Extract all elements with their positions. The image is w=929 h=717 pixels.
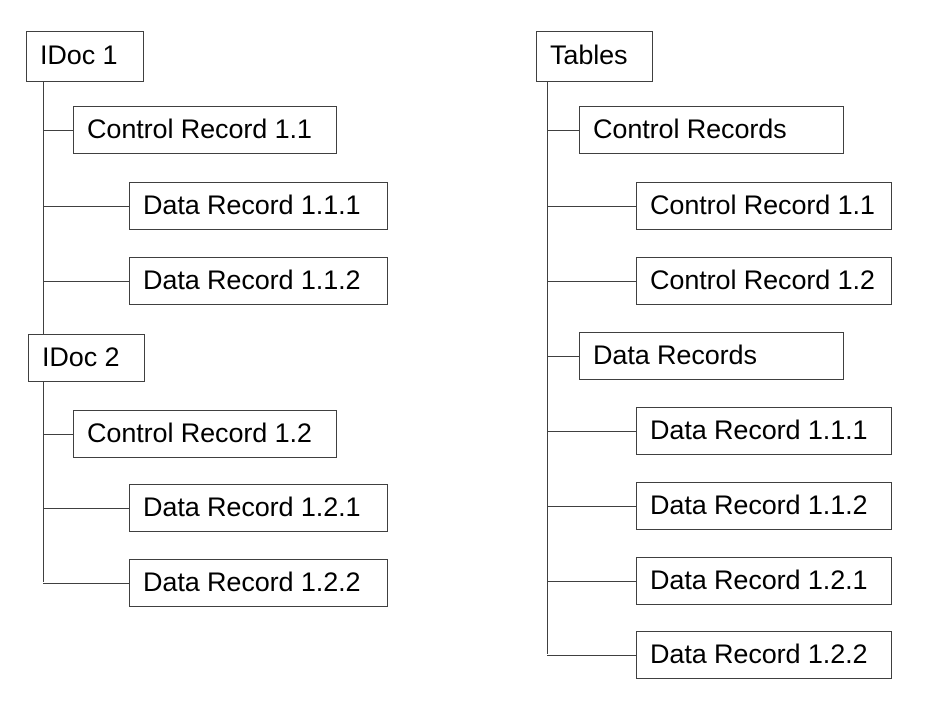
connector-branch-right-4 xyxy=(547,356,580,357)
connector-branch-right-8 xyxy=(547,655,637,656)
node-label: Control Record 1.2 xyxy=(650,264,875,295)
connector-trunk-right xyxy=(547,81,548,654)
node-label: Data Record 1.2.2 xyxy=(650,638,868,669)
node-label: Data Record 1.1.1 xyxy=(143,189,361,220)
connector-branch-left-3 xyxy=(43,281,130,282)
node-idoc-2[interactable]: IDoc 2 xyxy=(28,334,145,382)
node-label: Data Records xyxy=(593,339,757,370)
node-label: IDoc 1 xyxy=(40,40,118,70)
node-label: Data Record 1.2.1 xyxy=(143,491,361,522)
node-tables-data-record-1-1-1[interactable]: Data Record 1.1.1 xyxy=(636,407,892,455)
node-label: Tables xyxy=(550,40,628,70)
node-tables-data-record-1-2-2[interactable]: Data Record 1.2.2 xyxy=(636,631,892,679)
node-tables-control-record-1-2[interactable]: Control Record 1.2 xyxy=(636,257,892,305)
node-label: Data Record 1.1.2 xyxy=(143,264,361,295)
node-control-record-1-2[interactable]: Control Record 1.2 xyxy=(73,410,337,458)
node-label: Control Record 1.2 xyxy=(87,417,312,448)
connector-branch-left-1 xyxy=(43,130,74,131)
node-tables-control-record-1-1[interactable]: Control Record 1.1 xyxy=(636,182,892,230)
node-label: Control Record 1.1 xyxy=(87,113,312,144)
node-control-record-1-1[interactable]: Control Record 1.1 xyxy=(73,106,337,154)
node-data-record-1-1-2[interactable]: Data Record 1.1.2 xyxy=(129,257,388,305)
node-label: IDoc 2 xyxy=(42,341,120,372)
node-label: Data Record 1.2.1 xyxy=(650,564,868,595)
node-tables-data-record-1-2-1[interactable]: Data Record 1.2.1 xyxy=(636,557,892,605)
node-idoc-1[interactable]: IDoc 1 xyxy=(26,31,144,82)
node-data-record-1-1-1[interactable]: Data Record 1.1.1 xyxy=(129,182,388,230)
node-label: Data Record 1.1.1 xyxy=(650,414,868,445)
node-label: Control Record 1.1 xyxy=(650,189,875,220)
node-label: Data Record 1.1.2 xyxy=(650,489,868,520)
connector-branch-right-5 xyxy=(547,431,637,432)
connector-branch-right-1 xyxy=(547,130,580,131)
connector-branch-left-6 xyxy=(43,583,130,584)
connector-branch-right-2 xyxy=(547,206,637,207)
node-data-record-1-2-2[interactable]: Data Record 1.2.2 xyxy=(129,559,388,607)
connector-branch-right-3 xyxy=(547,281,637,282)
connector-trunk-left xyxy=(43,82,44,582)
connector-branch-left-5 xyxy=(43,508,130,509)
node-tables-data-record-1-1-2[interactable]: Data Record 1.1.2 xyxy=(636,482,892,530)
node-label: Control Records xyxy=(593,113,787,144)
connector-branch-right-6 xyxy=(547,506,637,507)
node-label: Data Record 1.2.2 xyxy=(143,566,361,597)
node-data-record-1-2-1[interactable]: Data Record 1.2.1 xyxy=(129,484,388,532)
connector-branch-right-7 xyxy=(547,581,637,582)
connector-branch-left-2 xyxy=(43,206,130,207)
node-control-records[interactable]: Control Records xyxy=(579,106,844,154)
node-tables[interactable]: Tables xyxy=(536,31,653,82)
node-data-records[interactable]: Data Records xyxy=(579,332,844,380)
connector-branch-left-4 xyxy=(43,434,74,435)
